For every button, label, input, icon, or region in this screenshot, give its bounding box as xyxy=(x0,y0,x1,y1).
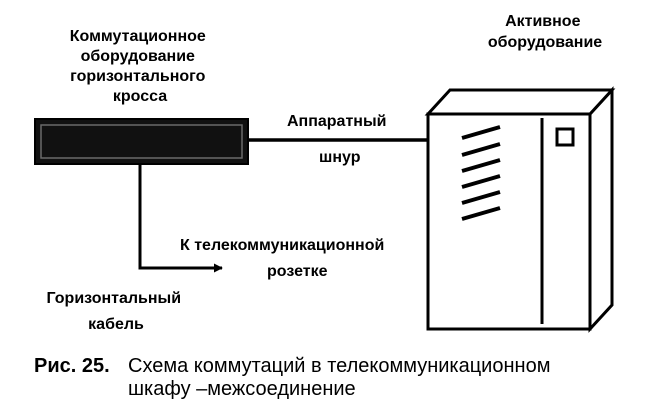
caption-line-2: шкафу –межсоединение xyxy=(128,378,356,400)
figure-number: Рис. 25. xyxy=(34,355,110,377)
figure-caption: Рис. 25. Схема коммутаций в телекоммуник… xyxy=(34,355,556,400)
active-equipment-tower xyxy=(424,86,616,333)
active-equipment-label: Активное оборудование xyxy=(488,13,602,51)
horizontal-cable-label: Горизонтальный кабель xyxy=(47,290,186,333)
outlet-label: К телекоммуникационной розетке xyxy=(180,237,389,280)
patch-panel xyxy=(34,118,249,165)
horizontal-cable-line xyxy=(138,164,223,273)
patch-cord-label: Аппаратный шнур xyxy=(287,113,391,166)
vent-slots xyxy=(461,125,501,221)
panel-label: Коммутационное оборудование горизонтальн… xyxy=(70,28,211,105)
caption-line-1: Схема коммутаций в телекоммуникационном xyxy=(128,355,550,377)
